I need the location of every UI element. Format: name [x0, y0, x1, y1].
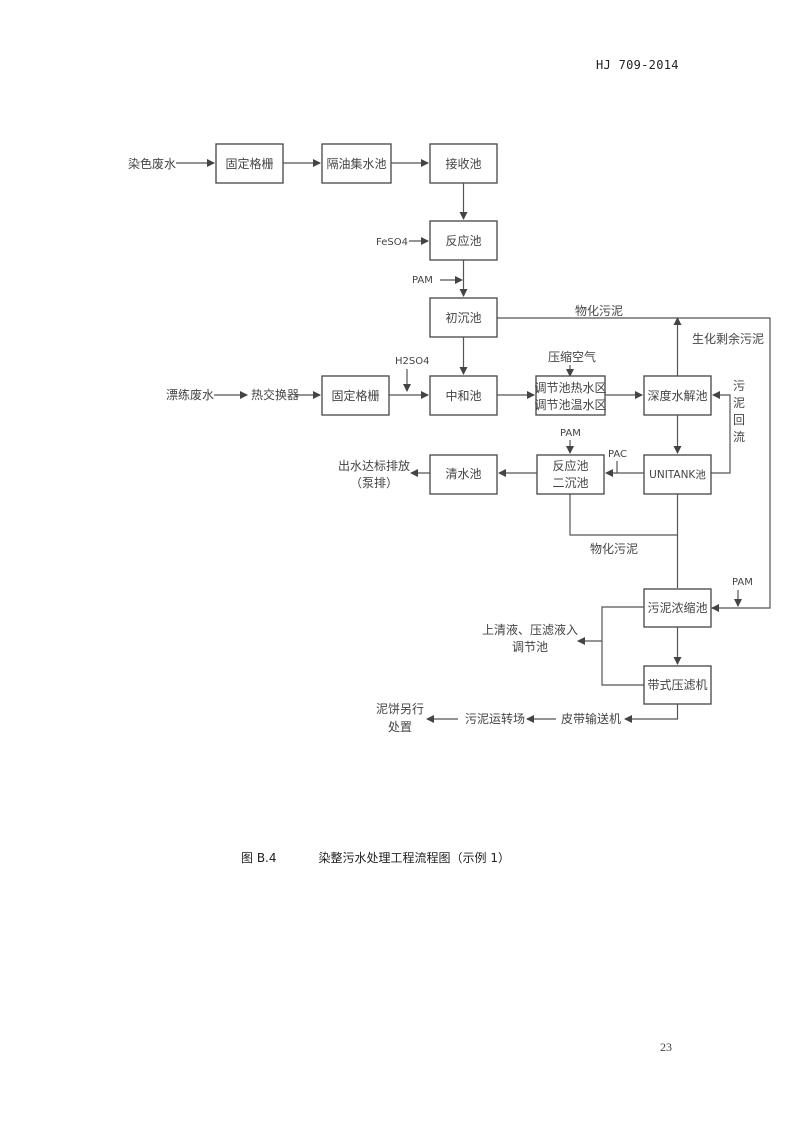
svg-text:调节池热水区: 调节池热水区: [534, 381, 606, 395]
svg-text:流: 流: [733, 430, 745, 444]
sludge-return-line: [711, 391, 731, 474]
box-reaction-secondary-settling: 反应池 二沉池: [536, 454, 605, 495]
svg-text:带式压滤机: 带式压滤机: [647, 678, 707, 692]
svg-text:泥: 泥: [733, 396, 745, 410]
label-supernatant-line2: 调节池: [512, 640, 548, 654]
box-fixed-grille-2: 固定格栅: [321, 375, 390, 416]
input-pam-2: PAM: [560, 428, 581, 439]
svg-text:接收池: 接收池: [445, 156, 481, 171]
supernatant-line: [601, 606, 644, 686]
box-sludge-thickener: 污泥浓缩池: [643, 588, 712, 628]
box-oil-separation-tank: 隔油集水池: [321, 143, 392, 184]
label-sludge-cake-line2: 处置: [388, 720, 412, 734]
box-reaction-tank-1: 反应池: [429, 220, 498, 261]
svg-text:中和池: 中和池: [445, 388, 481, 403]
figure-caption: 图 B.4 染整污水处理工程流程图（示例 1）: [241, 849, 510, 866]
input-pam-1: PAM: [412, 275, 433, 286]
box-heat-exchanger: 热交换器: [251, 387, 299, 402]
arrow: [624, 704, 679, 723]
figure-number: 图 B.4: [241, 851, 277, 865]
input-h2so4: H2SO4: [395, 356, 429, 367]
svg-text:回: 回: [733, 413, 745, 427]
label-sludge-transfer: 污泥运转场: [465, 711, 525, 726]
svg-text:深度水解池: 深度水解池: [647, 388, 707, 403]
svg-text:反应池: 反应池: [552, 458, 588, 473]
box-neutralization-tank: 中和池: [429, 375, 498, 416]
input-pac: PAC: [608, 449, 627, 460]
physchem-sludge-line: [497, 317, 771, 612]
label-sludge-return: 污 泥 回 流: [733, 379, 745, 444]
label-physchem-sludge-top: 物化污泥: [575, 304, 623, 318]
label-physchem-sludge-mid: 物化污泥: [590, 542, 638, 556]
svg-text:清水池: 清水池: [445, 467, 481, 481]
label-sludge-cake-line1: 泥饼另行: [376, 702, 424, 716]
svg-text:UNITANK池: UNITANK池: [649, 468, 706, 481]
svg-text:固定格栅: 固定格栅: [225, 156, 273, 171]
svg-text:污泥浓缩池: 污泥浓缩池: [647, 600, 707, 615]
svg-text:初沉池: 初沉池: [445, 311, 481, 325]
box-primary-settling-tank: 初沉池: [429, 297, 498, 338]
label-bio-excess-sludge: 生化剩余污泥: [692, 331, 764, 346]
box-equalization-tank: 调节池热水区 调节池温水区: [534, 375, 607, 416]
box-unitank: UNITANK池: [643, 454, 712, 495]
physchem-sludge-mid-line: [569, 494, 678, 536]
box-belt-filter-press: 带式压滤机: [643, 665, 712, 705]
input-feso4: FeSO4: [376, 237, 408, 248]
box-fixed-grille-1: 固定格栅: [215, 143, 284, 184]
input-bleach-wastewater: 漂练废水: [166, 387, 214, 402]
svg-text:污: 污: [733, 379, 745, 393]
input-compressed-air: 压缩空气: [548, 349, 596, 364]
document-code: HJ 709-2014: [596, 58, 679, 72]
box-clear-water-tank: 清水池: [429, 454, 498, 495]
svg-text:调节池温水区: 调节池温水区: [534, 398, 606, 412]
label-belt-conveyor: 皮带输送机: [561, 711, 621, 726]
svg-text:隔油集水池: 隔油集水池: [326, 156, 386, 171]
box-receiving-tank: 接收池: [429, 143, 498, 184]
svg-text:反应池: 反应池: [445, 233, 481, 248]
box-deep-hydrolysis-tank: 深度水解池: [643, 375, 712, 416]
svg-text:固定格栅: 固定格栅: [331, 388, 379, 403]
input-pam-3: PAM: [732, 577, 753, 588]
figure-title: 染整污水处理工程流程图（示例 1）: [318, 851, 510, 865]
page-number: 23: [660, 1040, 672, 1054]
label-supernatant-line1: 上清液、压滤液入: [482, 622, 578, 637]
label-effluent-line2: （泵排）: [350, 476, 398, 490]
label-effluent-line1: 出水达标排放: [338, 458, 410, 473]
input-dye-wastewater: 染色废水: [128, 156, 176, 171]
svg-text:二沉池: 二沉池: [552, 476, 588, 490]
